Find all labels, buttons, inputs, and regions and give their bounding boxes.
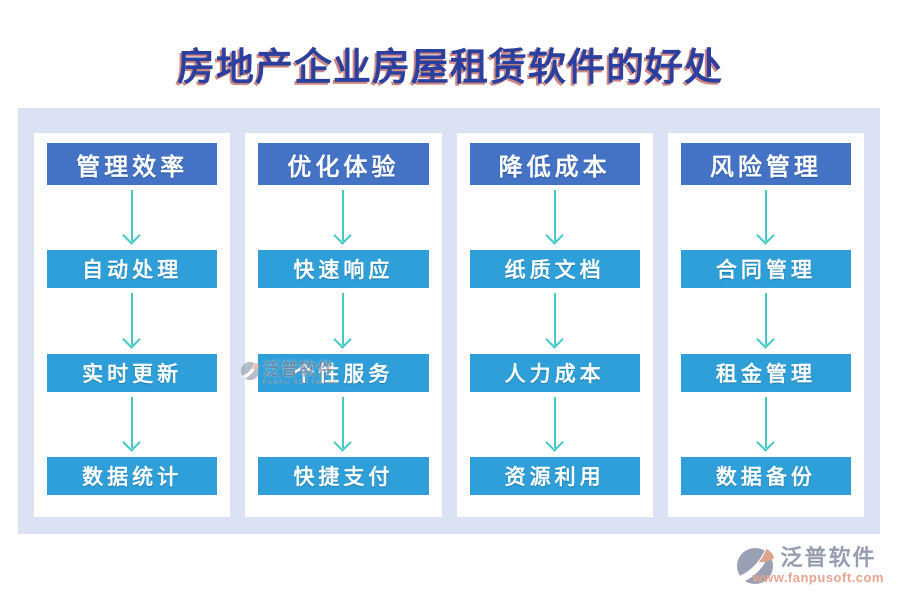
fanpu-logo-icon	[240, 361, 260, 386]
arrow-down-icon	[47, 185, 217, 250]
arrow-down-icon	[681, 288, 851, 353]
arrow-down-icon	[258, 392, 428, 457]
column-management-efficiency: 管理效率 自动处理 实时更新 数据统计	[34, 133, 231, 517]
column-item: 个性服务	[258, 353, 429, 392]
footer-brand: 泛普软件	[780, 545, 877, 570]
column-header: 降低成本	[469, 143, 640, 185]
footer-logo: 泛普软件 www.fanpusoft.com	[735, 546, 884, 591]
watermark-subtitle: FANPU SOFTWARE	[263, 380, 340, 386]
page-title: 房地产企业房屋租赁软件的好处	[176, 47, 723, 89]
column-item: 租金管理	[680, 353, 851, 392]
column-item: 资源利用	[469, 456, 640, 495]
column-header: 优化体验	[258, 143, 429, 185]
column-item: 纸质文档	[469, 250, 640, 289]
arrow-down-icon	[47, 392, 217, 457]
watermark: 泛普软件 FANPU SOFTWARE	[240, 361, 339, 386]
arrow-down-icon	[681, 392, 851, 457]
column-item: 实时更新	[47, 353, 218, 392]
arrow-down-icon	[470, 185, 640, 250]
column-risk-management: 风险管理 合同管理 租金管理 数据备份	[667, 133, 864, 517]
arrow-down-icon	[470, 288, 640, 353]
watermark-brand: 泛普软件	[263, 360, 335, 379]
column-header: 风险管理	[680, 143, 851, 185]
arrow-down-icon	[47, 288, 217, 353]
arrow-down-icon	[258, 288, 428, 353]
columns-band: 管理效率 自动处理 实时更新 数据统计 优化体验 快速响应 个性服务 快捷支付 …	[18, 108, 880, 534]
arrow-down-icon	[470, 392, 640, 457]
column-item: 合同管理	[680, 250, 851, 289]
column-optimize-experience: 优化体验 快速响应 个性服务 快捷支付	[245, 133, 442, 517]
column-item: 自动处理	[47, 250, 218, 289]
column-item: 数据统计	[47, 456, 218, 495]
fanpu-logo-icon	[735, 546, 775, 591]
arrow-down-icon	[681, 185, 851, 250]
column-header: 管理效率	[47, 143, 218, 185]
arrow-down-icon	[258, 185, 428, 250]
column-item: 快速响应	[258, 250, 429, 289]
column-item: 人力成本	[469, 353, 640, 392]
footer-url: www.fanpusoft.com	[752, 570, 884, 586]
column-reduce-cost: 降低成本 纸质文档 人力成本 资源利用	[456, 133, 653, 517]
column-item: 数据备份	[680, 456, 851, 495]
column-item: 快捷支付	[258, 456, 429, 495]
